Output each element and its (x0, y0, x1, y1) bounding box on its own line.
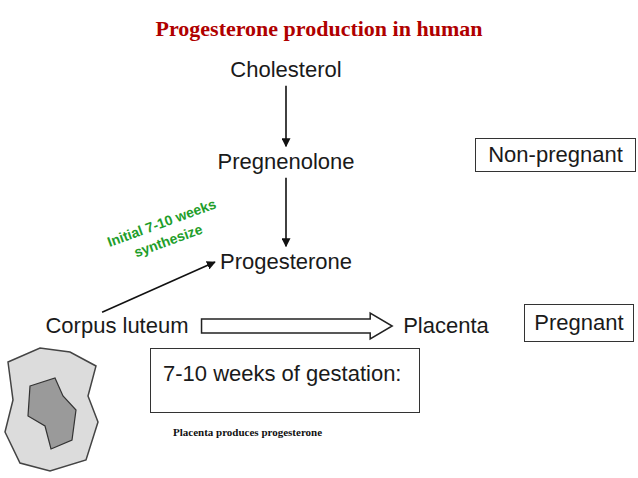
corpus-luteum-outer (5, 348, 98, 471)
pathway-arrow (285, 86, 287, 147)
node-text: Cholesterol (230, 57, 341, 82)
stage-box: Pregnant (524, 304, 634, 342)
note-text: Placenta produces progesterone (173, 426, 322, 438)
node-text: Pregnenolone (217, 149, 354, 174)
node-text: Placenta (403, 313, 489, 338)
compound-node: Placenta (400, 312, 492, 339)
corpus-luteum-inner (28, 378, 76, 449)
edge-label: Initial 7-10 weeks synthesize (93, 190, 237, 273)
pathway-arrow (102, 262, 215, 312)
compound-node: Progesterone (217, 248, 355, 275)
diagram-title: Progesterone production in human (0, 16, 638, 42)
stage-box: 7-10 weeks of gestation: (150, 348, 420, 413)
node-text: 7-10 weeks of gestation: (163, 361, 401, 386)
compound-node: Pregnenolone (214, 148, 357, 175)
compound-node: Corpus luteum (42, 312, 191, 339)
stage-box: Non-pregnant (475, 138, 636, 172)
compound-node: Cholesterol (227, 56, 344, 83)
transition-arrow (202, 313, 393, 339)
node-text: Corpus luteum (45, 313, 188, 338)
node-text: Progesterone (220, 249, 352, 274)
pathway-arrow (285, 178, 287, 247)
node-text: Non-pregnant (488, 142, 623, 167)
node-text: Pregnant (534, 310, 623, 335)
